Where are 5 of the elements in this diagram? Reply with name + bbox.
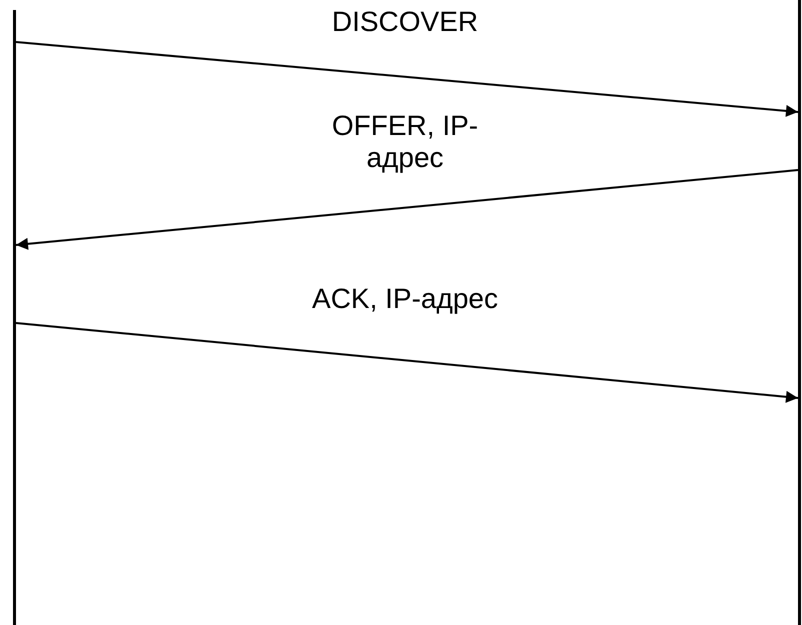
lifeline bbox=[13, 10, 16, 625]
lifeline bbox=[798, 0, 801, 625]
arrow bbox=[16, 169, 798, 250]
arrow bbox=[16, 41, 798, 117]
arrow bbox=[16, 322, 798, 403]
